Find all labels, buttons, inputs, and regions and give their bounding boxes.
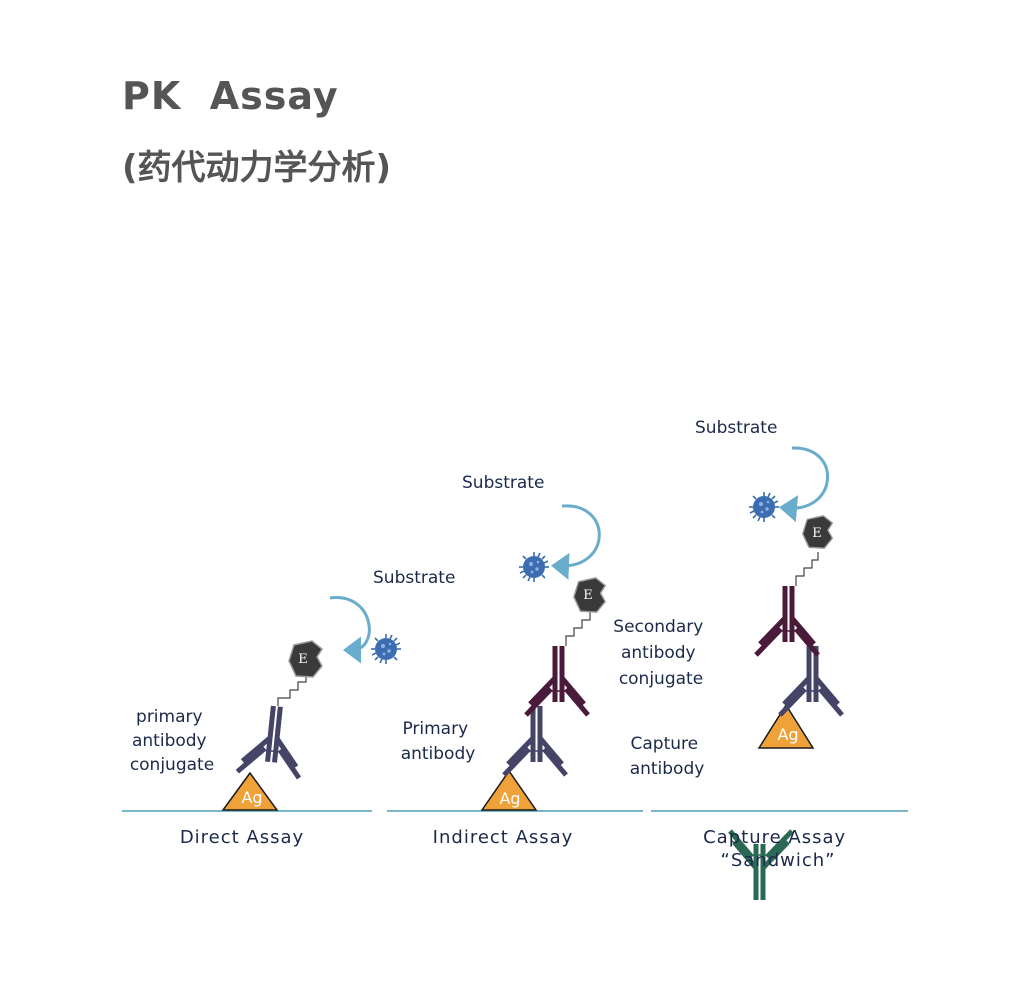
- linker: [795, 552, 819, 586]
- antibody-label: primary antibody conjugate: [130, 707, 214, 775]
- caption-capture-line2: “Sandwich”: [721, 850, 836, 871]
- substrate-icon: [518, 551, 550, 583]
- antigen-triangle: [480, 769, 538, 811]
- direct-assay: Ag E Substrate primary antibody conjugat…: [130, 568, 456, 848]
- page-subtitle: (药代动力学分析): [122, 148, 392, 188]
- substrate-label: Substrate: [462, 473, 544, 493]
- linker: [565, 612, 591, 646]
- secondary-antibody-conjugate: [756, 586, 818, 655]
- reaction-arrow: [551, 504, 601, 580]
- secondary-label-line2: antibody: [621, 643, 696, 663]
- substrate-icon: [748, 491, 780, 523]
- enzyme-label: E: [298, 652, 308, 667]
- antigen-label: Ag: [241, 788, 262, 807]
- primary-antibody-conjugate: [237, 703, 306, 778]
- reaction-arrow: [329, 596, 371, 664]
- secondary-antibody-label: Secondary antibody conjugate: [613, 617, 708, 689]
- capture-assay: Ag E Substrate Capture antibody Capture …: [630, 418, 853, 900]
- enzyme-label: E: [812, 526, 822, 541]
- caption-capture-line1: Capture Assay: [703, 827, 846, 848]
- indirect-assay: Ag E Substrate Primary antibody Secondar…: [401, 473, 708, 848]
- primary-antibody: [504, 706, 566, 775]
- antigen-triangle: [757, 703, 815, 749]
- page-title: PK Assay: [122, 74, 339, 118]
- substrate-label: Substrate: [373, 568, 455, 588]
- capture-label-line2: antibody: [630, 759, 705, 779]
- capture-label-line1: Capture: [631, 734, 699, 754]
- antibody-label-line3: conjugate: [130, 755, 214, 775]
- secondary-label-line1: Secondary: [613, 617, 703, 637]
- reaction-arrow: [779, 446, 830, 523]
- linker: [277, 674, 307, 706]
- secondary-antibody-conjugate: [526, 646, 588, 715]
- antibody-label-line2: antibody: [132, 731, 207, 751]
- primary-antibody-label-line1: Primary: [402, 719, 468, 739]
- secondary-label-line3: conjugate: [619, 669, 703, 689]
- capture-antibody-label: Capture antibody: [630, 734, 705, 779]
- caption-indirect: Indirect Assay: [433, 827, 574, 848]
- caption-capture: Capture Assay “Sandwich”: [703, 827, 853, 871]
- detection-antibody: [780, 646, 842, 715]
- caption-direct: Direct Assay: [180, 827, 304, 848]
- antigen-triangle: [221, 771, 279, 811]
- primary-antibody-label-line2: antibody: [401, 744, 476, 764]
- substrate-icon: [370, 633, 402, 665]
- primary-antibody-label: Primary antibody: [401, 719, 476, 764]
- enzyme-label: E: [583, 588, 593, 603]
- antibody-label-line1: primary: [136, 707, 203, 727]
- substrate-label: Substrate: [695, 418, 777, 438]
- antigen-label: Ag: [777, 725, 798, 744]
- antigen-label: Ag: [499, 789, 520, 808]
